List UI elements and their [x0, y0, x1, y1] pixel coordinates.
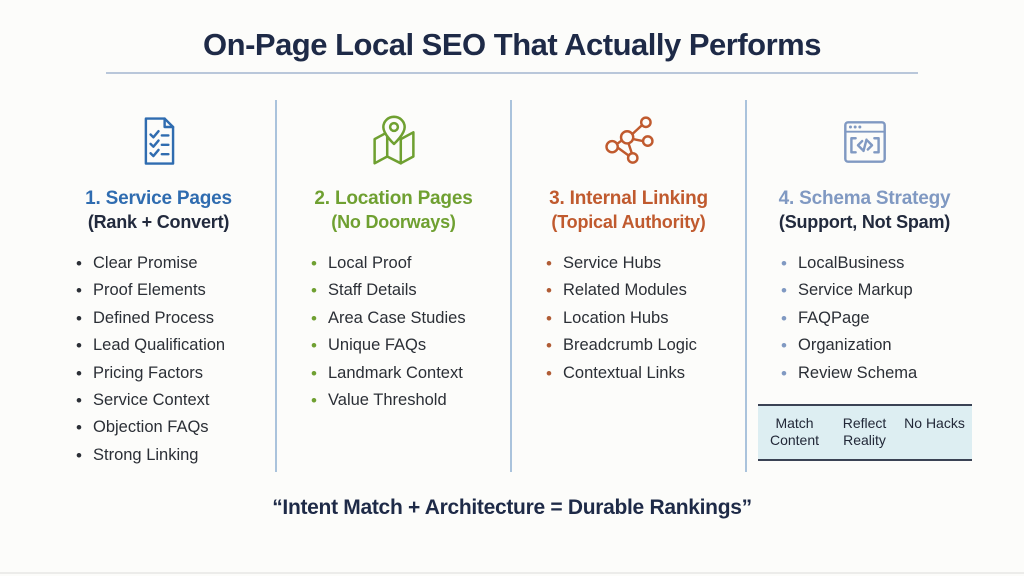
list-item: Pricing Factors	[76, 360, 271, 388]
column-schema-strategy: 4. Schema Strategy (Support, Not Spam) L…	[747, 100, 982, 472]
column-service-pages: 1. Service Pages (Rank + Convert) Clear …	[42, 100, 277, 472]
map-location-pin-icon	[277, 102, 510, 182]
list-item: Area Case Studies	[311, 305, 506, 333]
list-item: Location Hubs	[546, 305, 741, 333]
bottom-quote: “Intent Match + Architecture = Durable R…	[272, 496, 752, 519]
column-location-pages: 2. Location Pages (No Doorways) Local Pr…	[277, 100, 512, 472]
column-subtitle: (No Doorways)	[331, 212, 456, 232]
checklist-document-icon	[42, 102, 275, 182]
list-item: Value Threshold	[311, 387, 506, 415]
bullet-list: Local Proof Staff Details Area Case Stud…	[277, 250, 510, 415]
column-subtitle: (Rank + Convert)	[87, 212, 230, 232]
column-title: 3. Internal Linking	[549, 188, 708, 209]
list-item: Contextual Links	[546, 360, 741, 388]
column-internal-linking: 3. Internal Linking (Topical Authority) …	[512, 100, 747, 472]
list-item: FAQPage	[781, 305, 978, 333]
schema-principle: Match Content	[769, 415, 820, 449]
bullet-list: Service Hubs Related Modules Location Hu…	[512, 250, 745, 387]
columns-container: 1. Service Pages (Rank + Convert) Clear …	[42, 100, 982, 472]
bottom-divider	[0, 572, 1024, 574]
page-title: On-Page Local SEO That Actually Performs	[203, 27, 821, 62]
list-item: Service Context	[76, 387, 271, 415]
list-item: Proof Elements	[76, 277, 271, 305]
bullet-list: Clear Promise Proof Elements Defined Pro…	[42, 250, 275, 470]
list-item: Landmark Context	[311, 360, 506, 388]
list-item: Service Markup	[781, 277, 978, 305]
column-subtitle: (Topical Authority)	[551, 212, 706, 232]
list-item: Local Proof	[311, 250, 506, 278]
schema-principle: No Hacks	[904, 415, 965, 432]
list-item: Review Schema	[781, 360, 978, 388]
list-item: Objection FAQs	[76, 414, 271, 442]
list-item: Organization	[781, 332, 978, 360]
code-browser-icon	[747, 102, 982, 182]
list-item: Related Modules	[546, 277, 741, 305]
list-item: LocalBusiness	[781, 250, 978, 278]
list-item: Breadcrumb Logic	[546, 332, 741, 360]
list-item: Defined Process	[76, 305, 271, 333]
column-title: 4. Schema Strategy	[778, 188, 951, 209]
list-item: Strong Linking	[76, 442, 271, 470]
list-item: Staff Details	[311, 277, 506, 305]
list-item: Lead Qualification	[76, 332, 271, 360]
schema-principle: Reflect Reality	[842, 415, 887, 449]
column-title: 2. Location Pages	[314, 188, 473, 209]
list-item: Unique FAQs	[311, 332, 506, 360]
bullet-list: LocalBusiness Service Markup FAQPage Org…	[747, 250, 982, 387]
column-subtitle: (Support, Not Spam)	[778, 212, 951, 232]
title-divider	[106, 72, 918, 74]
network-nodes-icon	[512, 102, 745, 182]
list-item: Clear Promise	[76, 250, 271, 278]
schema-principles-box: Match Content Reflect Reality No Hacks	[757, 404, 972, 462]
list-item: Service Hubs	[546, 250, 741, 278]
column-title: 1. Service Pages	[85, 188, 232, 209]
